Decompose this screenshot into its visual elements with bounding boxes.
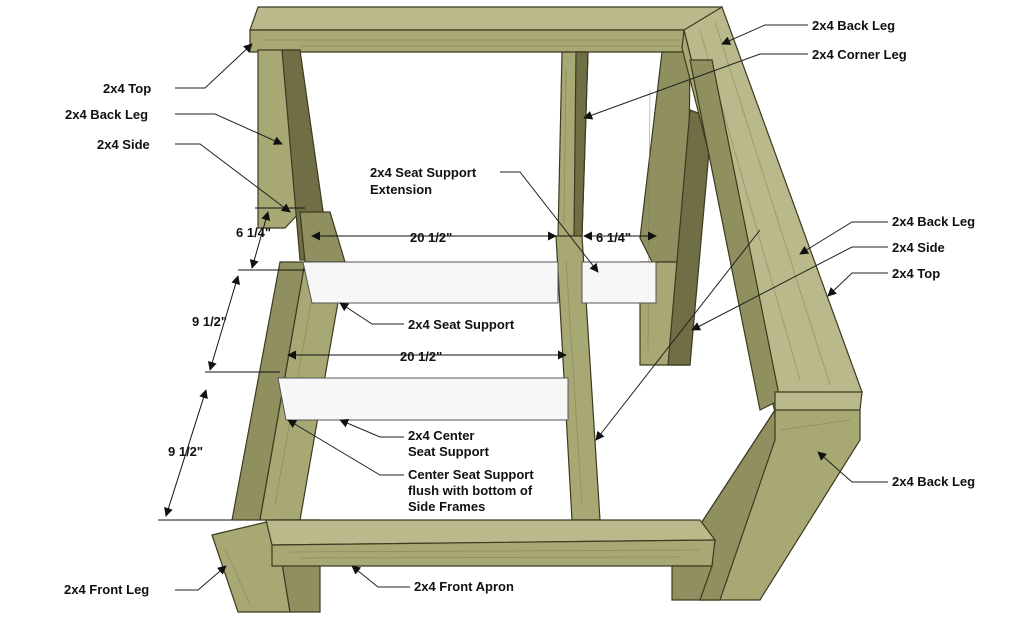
dim-upper-right-text: 6 1/4" <box>596 230 631 245</box>
wood-frame <box>211 6 863 613</box>
label-side-right: 2x4 Side <box>892 240 945 255</box>
label-flush-note-1: Center Seat Support <box>408 467 534 482</box>
label-center-seat-support-1: 2x4 Center <box>408 428 474 443</box>
label-top-left: 2x4 Top <box>103 81 151 96</box>
right-lower-leg <box>671 565 713 601</box>
label-center-seat-support-2: Seat Support <box>408 444 490 459</box>
label-back-leg-top-right: 2x4 Back Leg <box>812 18 895 33</box>
label-side-left: 2x4 Side <box>97 137 150 152</box>
back-top-rail-top <box>249 6 723 31</box>
front-apron-face <box>271 539 716 567</box>
dim-upper-width-text: 20 1/2" <box>410 230 452 245</box>
middle-back-leg-side <box>573 51 589 237</box>
dim-middle-vertical-line <box>207 275 241 371</box>
label-seat-support-extension-2: Extension <box>370 182 432 197</box>
leader-lines <box>175 24 888 591</box>
seat-support-board <box>302 261 559 304</box>
dim-middle-width-text: 20 1/2" <box>400 349 442 364</box>
center-seat-support-board <box>277 377 569 421</box>
dim-lower-vertical-text: 9 1/2" <box>168 444 203 459</box>
label-seat-support: 2x4 Seat Support <box>408 317 515 332</box>
dim-lower-vertical-line <box>164 389 208 517</box>
dimensions: 6 1/4" 20 1/2" 6 1/4" 9 1/2" 20 1/2" 9 1… <box>158 207 657 521</box>
dim-middle-vertical-text: 9 1/2" <box>192 314 227 329</box>
left-side-upper <box>299 211 346 263</box>
seat-supports <box>277 261 657 421</box>
label-back-leg-left: 2x4 Back Leg <box>65 107 148 122</box>
label-front-apron: 2x4 Front Apron <box>414 579 514 594</box>
label-back-leg-right: 2x4 Back Leg <box>892 214 975 229</box>
back-top-rail-front <box>249 29 715 53</box>
label-front-leg: 2x4 Front Leg <box>64 582 149 597</box>
label-seat-support-extension-1: 2x4 Seat Support <box>370 165 477 180</box>
label-flush-note-2: flush with bottom of <box>408 483 533 498</box>
label-back-leg-bottom-right: 2x4 Back Leg <box>892 474 975 489</box>
label-top-right: 2x4 Top <box>892 266 940 281</box>
label-corner-leg: 2x4 Corner Leg <box>812 47 907 62</box>
label-flush-note-3: Side Frames <box>408 499 485 514</box>
right-front-block-top <box>774 391 863 413</box>
dim-upper-vertical-text: 6 1/4" <box>236 225 271 240</box>
part-labels: 2x4 Top 2x4 Back Leg 2x4 Side 2x4 Back L… <box>64 18 975 597</box>
seat-support-extension-board <box>581 261 657 304</box>
dim-upper-vertical-line <box>249 211 271 269</box>
